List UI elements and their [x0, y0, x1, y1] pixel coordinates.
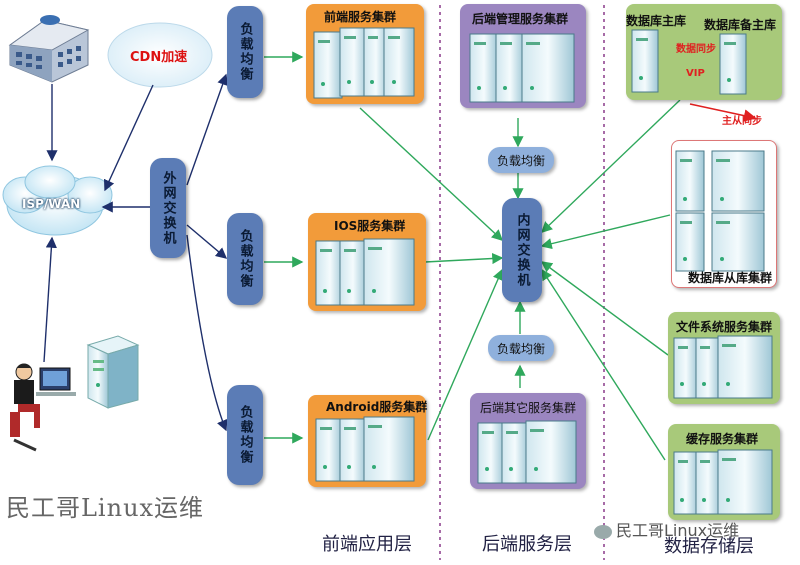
- cache-cluster: 缓存服务集群: [668, 424, 780, 520]
- arrow-switch-to-lb2: [186, 224, 228, 259]
- db-backup-label: 数据库备主库: [704, 18, 777, 32]
- ios-cluster-title: IOS服务集群: [334, 219, 406, 233]
- file-system-cluster: 文件系统服务集群: [668, 312, 780, 404]
- ios-cluster: IOS服务集群: [308, 213, 426, 311]
- frontend-cluster: 前端服务集群: [306, 4, 424, 104]
- frontend-cluster-title: 前端服务集群: [324, 10, 397, 24]
- android-cluster: Android服务集群: [308, 395, 428, 487]
- db-sync-label: 数据同步: [676, 44, 716, 55]
- arrow-cache-to-inner: [541, 268, 666, 461]
- arrow-slave-to-inner: [540, 214, 671, 250]
- cdn-label: CDN加速: [130, 50, 188, 65]
- wechat-icon: [594, 524, 612, 539]
- layer-label-frontend: 前端应用层: [322, 534, 412, 555]
- load-balancer-ios: 负载均衡: [227, 213, 263, 305]
- isp-cloud-icon: [2, 165, 113, 236]
- backend-other-cluster-title: 后端其它服务集群: [480, 401, 577, 415]
- master-slave-sync-label: 主从同步: [722, 116, 762, 127]
- server-stack-icon: [631, 29, 747, 95]
- db-master-label: 数据库主库: [626, 14, 687, 28]
- arrow-master-slave: [689, 103, 757, 122]
- arrow-cdn-to-isp: [103, 84, 154, 192]
- building-icon: [8, 15, 90, 83]
- inner-switch: 内网交换机: [502, 198, 542, 302]
- watermark-right-text: 民工哥Linux运维: [616, 521, 740, 540]
- server-stack-icon: [675, 150, 765, 272]
- load-balancer-android: 负载均衡: [227, 385, 263, 485]
- file-system-cluster-title: 文件系统服务集群: [676, 320, 773, 334]
- vip-label: VIP: [686, 68, 705, 79]
- server-stack-icon: [315, 238, 415, 306]
- server-stack-icon: [315, 416, 415, 482]
- server-stack-icon: [477, 420, 577, 484]
- layer-label-storage: 数据存储层: [664, 536, 754, 557]
- load-balancer-frontend: 负载均衡: [227, 6, 263, 98]
- backend-mgmt-cluster-title: 后端管理服务集群: [472, 12, 569, 26]
- arrow-frontend-to-inner: [359, 107, 504, 241]
- backend-other-cluster: 后端其它服务集群: [470, 393, 586, 489]
- backend-mgmt-cluster: 后端管理服务集群: [460, 4, 586, 108]
- outer-switch: 外网交换机: [150, 158, 186, 258]
- cdn-cloud-icon: [107, 22, 213, 88]
- arrow-user-to-isp: [43, 236, 57, 363]
- db-master-cluster: 数据库主库 数据库备主库 数据同步 VIP: [626, 4, 782, 100]
- server-stack-icon: [673, 449, 773, 515]
- watermark-right: 民工哥Linux运维: [594, 517, 739, 541]
- arrow-db-to-inner: [540, 99, 681, 233]
- arrow-switch-to-lb1: [186, 73, 229, 186]
- standalone-server-icon: [86, 335, 140, 409]
- arrow-ios-to-inner: [424, 252, 504, 265]
- android-cluster-title: Android服务集群: [326, 400, 428, 414]
- user-at-computer-icon: [10, 363, 76, 452]
- isp-label: ISP/WAN: [22, 197, 81, 211]
- load-balancer-backend-mgmt: 负载均衡: [488, 147, 554, 173]
- cache-cluster-title: 缓存服务集群: [686, 432, 759, 446]
- arrow-android-to-inner: [427, 268, 504, 441]
- server-stack-icon: [673, 335, 773, 399]
- db-slave-cluster: 数据库从库集群: [671, 140, 777, 288]
- load-balancer-backend-other: 负载均衡: [488, 335, 554, 361]
- arrow-switch-to-lb3: [186, 234, 228, 432]
- db-slave-cluster-title: 数据库从库集群: [688, 271, 773, 285]
- layer-label-backend: 后端服务层: [482, 534, 572, 555]
- watermark-left: 民工哥Linux运维: [6, 494, 205, 522]
- server-stack-icon: [469, 33, 575, 103]
- arrow-fs-to-inner: [540, 261, 669, 356]
- server-stack-icon: [313, 27, 415, 99]
